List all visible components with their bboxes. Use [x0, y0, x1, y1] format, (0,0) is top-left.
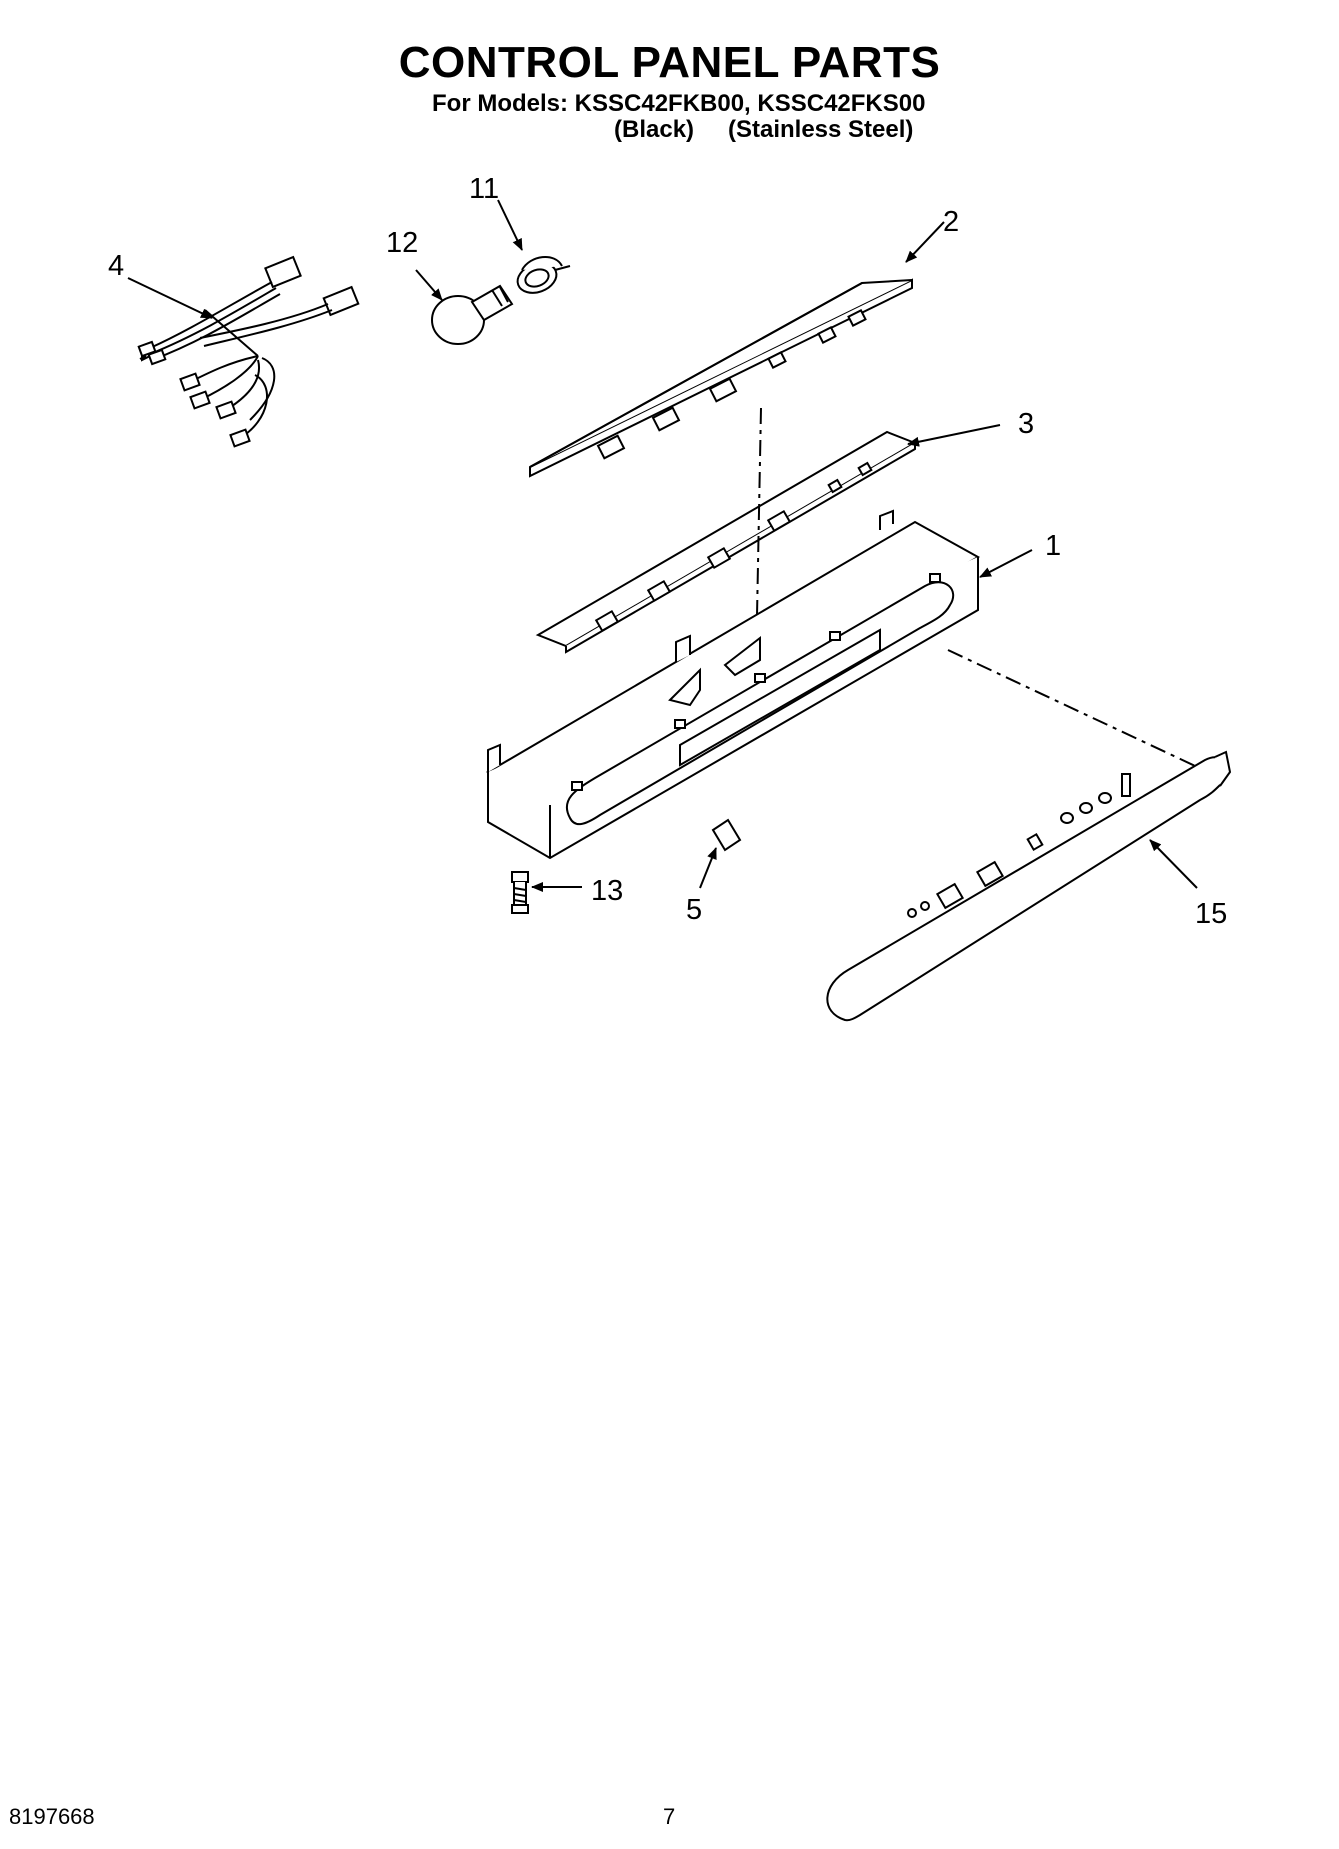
control-board-part-2 [529, 278, 913, 478]
wire-harness-part-4 [137, 255, 360, 448]
control-board-part-3 [535, 430, 918, 654]
page-number: 7 [663, 1804, 676, 1829]
callout-2: 2 [943, 206, 960, 238]
callout-13: 13 [591, 875, 624, 907]
callout-11: 11 [469, 173, 500, 205]
lamp-socket-part-11 [516, 256, 571, 294]
callout-1: 1 [1045, 530, 1062, 562]
light-bulb-part-12 [431, 284, 514, 345]
page-title: CONTROL PANEL PARTS [398, 38, 941, 87]
models-line: For Models: KSSC42FKB00, KSSC42FKS00 [432, 90, 926, 117]
leader-arrows [127, 199, 1198, 892]
callout-5: 5 [686, 894, 703, 926]
control-housing-part-1 [485, 509, 981, 860]
callout-4: 4 [108, 250, 125, 282]
callout-12: 12 [386, 227, 419, 259]
variant-stainless: (Stainless Steel) [728, 116, 914, 143]
overlay-panel-part-15 [826, 750, 1232, 1022]
document-number: 8197668 [9, 1804, 95, 1829]
callout-3: 3 [1018, 408, 1035, 440]
clip-part-5 [711, 818, 742, 852]
variant-black: (Black) [614, 116, 695, 143]
callout-15: 15 [1195, 898, 1228, 930]
screw-part-13 [511, 871, 529, 914]
